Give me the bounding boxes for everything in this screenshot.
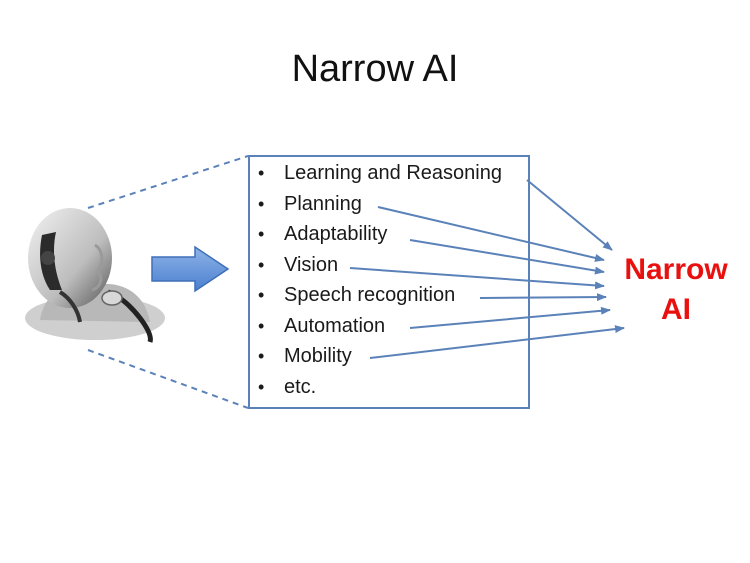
narrow-ai-label: Narrow AI xyxy=(606,250,746,330)
list-item-etc: etc. xyxy=(258,372,502,403)
dashed-line-top xyxy=(87,155,249,209)
list-item-speech-recognition: Speech recognition xyxy=(258,280,502,311)
page-title: Narrow AI xyxy=(291,48,459,90)
list-item-planning: Planning xyxy=(258,189,502,220)
list-item-mobility: Mobility xyxy=(258,341,502,372)
list-item-vision: Vision xyxy=(258,250,502,281)
robot-head-icon xyxy=(25,208,165,343)
narrow-ai-label-line2: AI xyxy=(661,293,691,326)
dashed-line-bottom xyxy=(87,349,249,409)
arrow-learning-and-reasoning xyxy=(526,179,613,251)
capability-list: Learning and Reasoning Planning Adaptabi… xyxy=(258,158,502,402)
list-item-automation: Automation xyxy=(258,311,502,342)
narrow-ai-label-line1: Narrow xyxy=(624,253,728,286)
list-item-learning-and-reasoning: Learning and Reasoning xyxy=(258,158,502,189)
list-item-adaptability: Adaptability xyxy=(258,219,502,250)
list-box xyxy=(248,155,530,409)
right-arrow-icon xyxy=(151,245,230,293)
